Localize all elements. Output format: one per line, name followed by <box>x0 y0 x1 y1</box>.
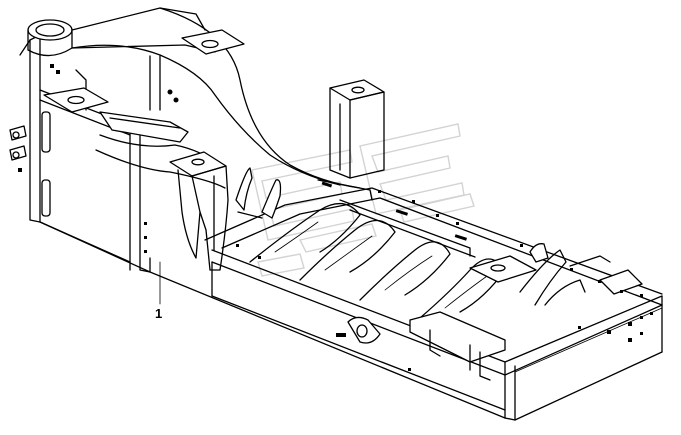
front-tower <box>9 34 151 273</box>
callout-label: 1 <box>155 306 162 321</box>
cross-members <box>249 203 643 319</box>
top-arch <box>27 7 361 189</box>
watermark-logo <box>251 123 475 277</box>
callout-1: 1 <box>155 261 162 321</box>
upper-rail-slots <box>236 179 643 297</box>
main-frame-rails <box>39 187 663 421</box>
side-mount-brackets <box>347 311 506 381</box>
curved-fins <box>235 167 549 263</box>
vertical-posts <box>169 79 385 271</box>
